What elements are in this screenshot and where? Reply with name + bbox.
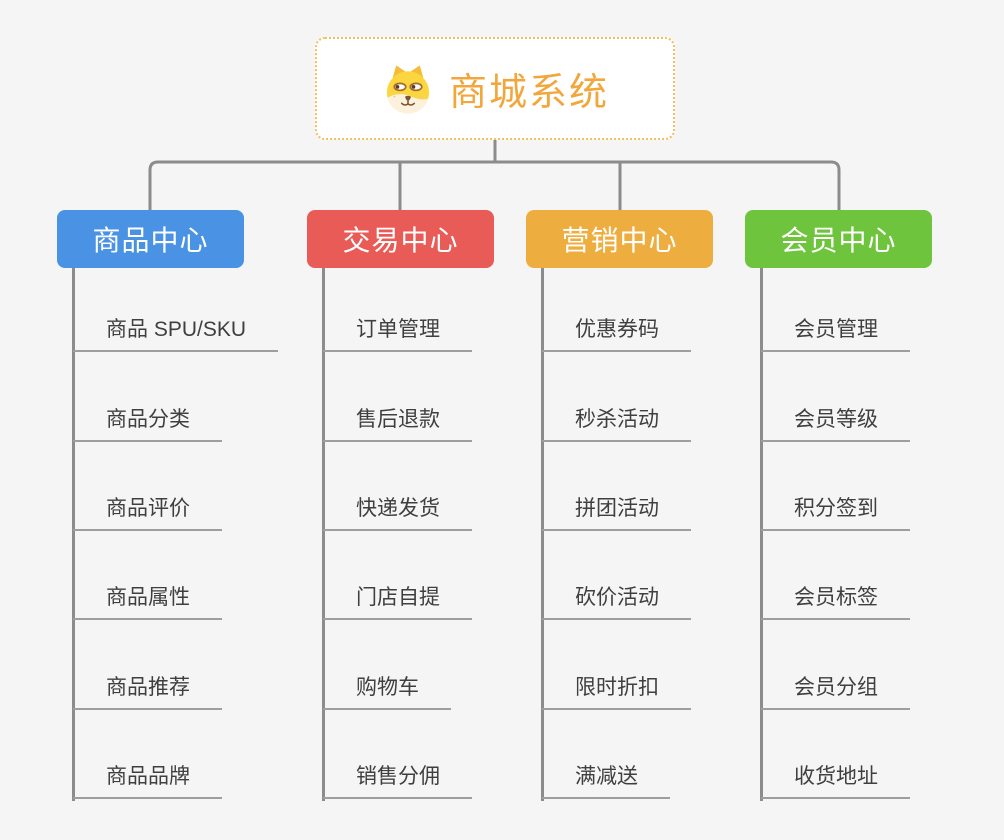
- branch-product-center: 商品中心 商品 SPU/SKU 商品分类商品评价商品属性商品推荐商品品牌: [57, 0, 317, 840]
- child-node-label: 会员管理: [794, 318, 878, 341]
- child-node[interactable]: 商品品牌: [73, 753, 222, 799]
- child-node[interactable]: 秒杀活动: [542, 396, 691, 442]
- root-title: 商城系统: [448, 72, 609, 114]
- child-node-label: 商品品牌: [106, 765, 190, 788]
- branch-label: 交易中心: [342, 225, 459, 256]
- branch-node-member-center[interactable]: 会员中心: [745, 210, 932, 268]
- child-node[interactable]: 会员分组: [761, 664, 910, 710]
- child-node[interactable]: 会员管理: [761, 306, 910, 352]
- child-node[interactable]: 购物车: [323, 664, 451, 710]
- child-node-label: 商品推荐: [106, 676, 190, 699]
- child-node-label: 快递发货: [356, 497, 440, 520]
- child-node-label: 优惠券码: [575, 318, 659, 341]
- child-node-label: 会员标签: [794, 586, 878, 609]
- child-node[interactable]: 销售分佣: [323, 753, 472, 799]
- child-node-label: 订单管理: [356, 318, 440, 341]
- child-node-label: 秒杀活动: [575, 408, 659, 431]
- branch-spine-line: [541, 266, 544, 801]
- child-node-label: 会员等级: [794, 408, 878, 431]
- child-node[interactable]: 商品 SPU/SKU: [73, 306, 279, 352]
- child-node-label: 会员分组: [794, 676, 878, 699]
- branch-label: 商品中心: [92, 225, 209, 256]
- child-node-label: 砍价活动: [575, 586, 659, 609]
- branch-spine-line: [322, 266, 325, 801]
- child-node-label: 积分签到: [794, 497, 878, 520]
- child-node[interactable]: 积分签到: [761, 485, 910, 531]
- child-node-label: 销售分佣: [356, 765, 440, 788]
- branch-node-member-marketing[interactable]: 营销中心: [526, 210, 713, 268]
- child-node-label: 商品分类: [106, 408, 190, 431]
- child-node[interactable]: 商品推荐: [73, 664, 222, 710]
- branch-trade-center: 交易中心 订单管理售后退款快递发货门店自提购物车销售分佣: [307, 0, 567, 840]
- child-node-label: 限时折扣: [575, 676, 659, 699]
- child-node-label: 满减送: [575, 765, 638, 788]
- child-node[interactable]: 订单管理: [323, 306, 472, 352]
- child-node[interactable]: 会员标签: [761, 574, 910, 620]
- child-node[interactable]: 优惠券码: [542, 306, 691, 352]
- child-node-label: 售后退款: [356, 408, 440, 431]
- branch-node-trade-center[interactable]: 交易中心: [307, 210, 494, 268]
- child-node[interactable]: 门店自提: [323, 574, 472, 620]
- child-node[interactable]: 会员等级: [761, 396, 910, 442]
- child-node[interactable]: 售后退款: [323, 396, 472, 442]
- branch-spine-line: [72, 266, 75, 801]
- child-node-label: 购物车: [356, 676, 419, 699]
- root-node[interactable]: 商城系统: [315, 37, 675, 140]
- child-node-label: 拼团活动: [575, 497, 659, 520]
- child-node[interactable]: 商品分类: [73, 396, 222, 442]
- child-node-label: 商品 SPU/SKU: [106, 318, 247, 341]
- child-node[interactable]: 砍价活动: [542, 574, 691, 620]
- branch-label: 营销中心: [561, 225, 678, 256]
- branch-member-center: 会员中心 会员管理会员等级积分签到会员标签会员分组收货地址: [745, 0, 1004, 840]
- child-node[interactable]: 商品评价: [73, 485, 222, 531]
- dog-face-icon: [386, 64, 430, 113]
- child-node[interactable]: 拼团活动: [542, 485, 691, 531]
- child-node[interactable]: 快递发货: [323, 485, 472, 531]
- branch-node-product-center[interactable]: 商品中心: [57, 210, 244, 268]
- child-node[interactable]: 限时折扣: [542, 664, 691, 710]
- child-node[interactable]: 满减送: [542, 753, 670, 799]
- child-node-label: 门店自提: [356, 586, 440, 609]
- child-node[interactable]: 收货地址: [761, 753, 910, 799]
- branch-label: 会员中心: [780, 225, 897, 256]
- child-node-label: 商品属性: [106, 586, 190, 609]
- child-node-label: 商品评价: [106, 497, 190, 520]
- branch-spine-line: [760, 266, 763, 801]
- child-node[interactable]: 商品属性: [73, 574, 222, 620]
- child-node-label: 收货地址: [794, 765, 878, 788]
- branch-marketing-center: 营销中心 优惠券码秒杀活动拼团活动砍价活动限时折扣满减送: [526, 0, 786, 840]
